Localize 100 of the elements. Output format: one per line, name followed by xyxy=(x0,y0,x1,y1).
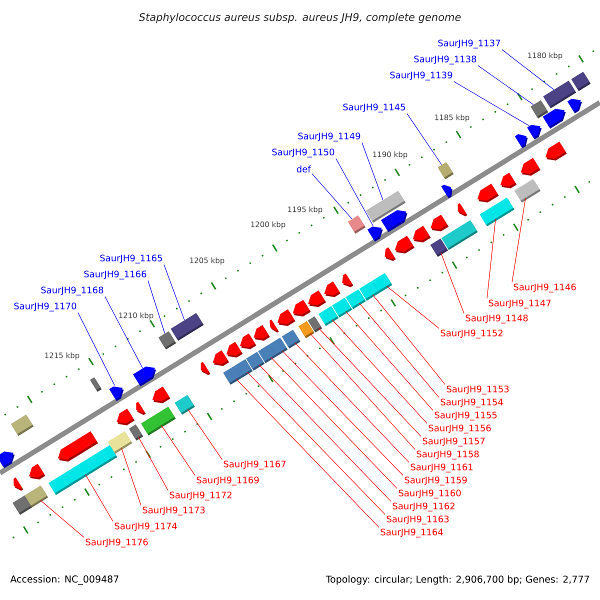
gene-feature xyxy=(133,366,156,386)
gene-feature xyxy=(29,464,46,480)
leader-line xyxy=(372,294,446,385)
gene-label: SaurJH9_1174 xyxy=(114,522,177,532)
leader-line xyxy=(164,264,185,320)
gene-feature xyxy=(384,247,396,261)
gene-label: SaurJH9_1157 xyxy=(422,438,485,446)
gene-label: SaurJH9_1167 xyxy=(224,460,286,470)
gene-feature xyxy=(58,431,98,462)
leader-line xyxy=(187,408,222,460)
gene-feature xyxy=(438,162,454,180)
gene-label: SaurJH9_1172 xyxy=(170,492,232,500)
gene-feature xyxy=(128,424,144,441)
leader-line xyxy=(294,342,410,463)
gene-feature xyxy=(308,290,326,308)
leader-line xyxy=(78,312,115,386)
gene-feature xyxy=(318,306,339,326)
gene-label: SaurJH9_1150 xyxy=(272,148,334,158)
gene-feature xyxy=(212,350,230,366)
gene-feature xyxy=(152,386,170,404)
gene-feature xyxy=(520,158,540,176)
gene-feature xyxy=(14,477,24,491)
gene-feature xyxy=(116,408,135,426)
leader-line xyxy=(85,474,114,522)
gene-feature xyxy=(158,331,176,350)
gene-feature xyxy=(141,406,176,436)
gene-feature xyxy=(394,236,415,254)
leader-line xyxy=(406,113,442,166)
gene-feature xyxy=(223,366,242,385)
leader-line xyxy=(282,350,404,476)
leader-line xyxy=(512,198,526,283)
leader-line xyxy=(258,364,392,502)
gene-feature xyxy=(277,309,296,326)
gene-feature xyxy=(367,226,383,242)
gene-feature xyxy=(348,215,366,234)
gene-feature xyxy=(530,100,548,119)
leader-line xyxy=(160,425,196,476)
gene-label: SaurJH9_1145 xyxy=(343,104,406,112)
gene-feature xyxy=(542,108,566,129)
leader-line xyxy=(312,173,352,220)
gene-feature xyxy=(298,321,314,338)
leader-line xyxy=(318,328,422,437)
leader-line xyxy=(502,49,554,90)
gene-label: def xyxy=(296,166,311,172)
leader-line xyxy=(40,500,84,538)
leader-line xyxy=(362,142,384,200)
gene-label: SaurJH9_1147 xyxy=(488,300,551,308)
gene-feature xyxy=(412,226,431,242)
gene-label: SaurJH9_1169 xyxy=(196,476,259,486)
gene-label: SaurJH9_1168 xyxy=(41,286,104,296)
gene-feature xyxy=(567,98,582,114)
leader-line xyxy=(478,65,534,105)
gene-feature xyxy=(136,402,146,416)
leader-line xyxy=(236,378,380,528)
gene-feature xyxy=(477,184,499,203)
gene-feature xyxy=(545,142,567,160)
gene-feature xyxy=(342,274,354,288)
gene-feature xyxy=(441,220,478,250)
gene-feature xyxy=(170,313,204,341)
leader-line xyxy=(270,357,398,489)
gene-label: SaurJH9_1137 xyxy=(438,40,500,48)
gene-label: SaurJH9_1160 xyxy=(398,490,461,498)
footer-text: Accession: NC_009487 xyxy=(10,575,118,585)
leader-line xyxy=(104,296,143,368)
gene-label: SaurJH9_1158 xyxy=(416,450,479,460)
leader-line xyxy=(486,218,496,299)
title: Staphylococcus aureus subsp. aureus JH9, complete genome xyxy=(138,12,461,24)
gene-feature xyxy=(430,214,449,232)
gene-feature xyxy=(12,496,32,515)
leader-line xyxy=(440,252,464,314)
gene-feature xyxy=(0,452,15,468)
gene-label: SaurJH9_1152 xyxy=(440,330,502,338)
gene-label: SaurJH9_1148 xyxy=(466,314,528,324)
gene-feature xyxy=(500,172,517,188)
leader-line xyxy=(336,158,374,226)
gene-feature xyxy=(380,210,408,232)
leader-line xyxy=(332,319,428,424)
gene-label: SaurJH9_1156 xyxy=(428,424,491,434)
gene-feature xyxy=(109,386,124,402)
gene-label: SaurJH9_1139 xyxy=(390,72,452,80)
gene-feature xyxy=(527,124,542,140)
gene-feature xyxy=(174,394,195,415)
leader-line xyxy=(454,81,530,126)
gene-feature xyxy=(441,184,452,198)
gene-feature xyxy=(226,342,243,358)
gene-feature xyxy=(200,362,210,376)
gene-label: SaurJH9_1165 xyxy=(100,254,162,264)
gene-label: SaurJH9_1155 xyxy=(434,412,497,420)
gene-feature xyxy=(514,134,528,148)
leader-line xyxy=(345,311,434,411)
gene-label: SaurJH9_1176 xyxy=(86,538,148,548)
gene-feature xyxy=(458,203,468,216)
gene-feature xyxy=(90,377,102,392)
gene-label: SaurJH9_1153 xyxy=(446,386,509,394)
leader-line xyxy=(148,280,166,334)
gene-label: SaurJH9_1166 xyxy=(84,270,146,280)
gene-label: SaurJH9_1149 xyxy=(298,132,360,142)
leader-line xyxy=(310,333,416,450)
gene-label: SaurJH9_1154 xyxy=(440,398,503,408)
gene-label: SaurJH9_1164 xyxy=(380,528,443,538)
